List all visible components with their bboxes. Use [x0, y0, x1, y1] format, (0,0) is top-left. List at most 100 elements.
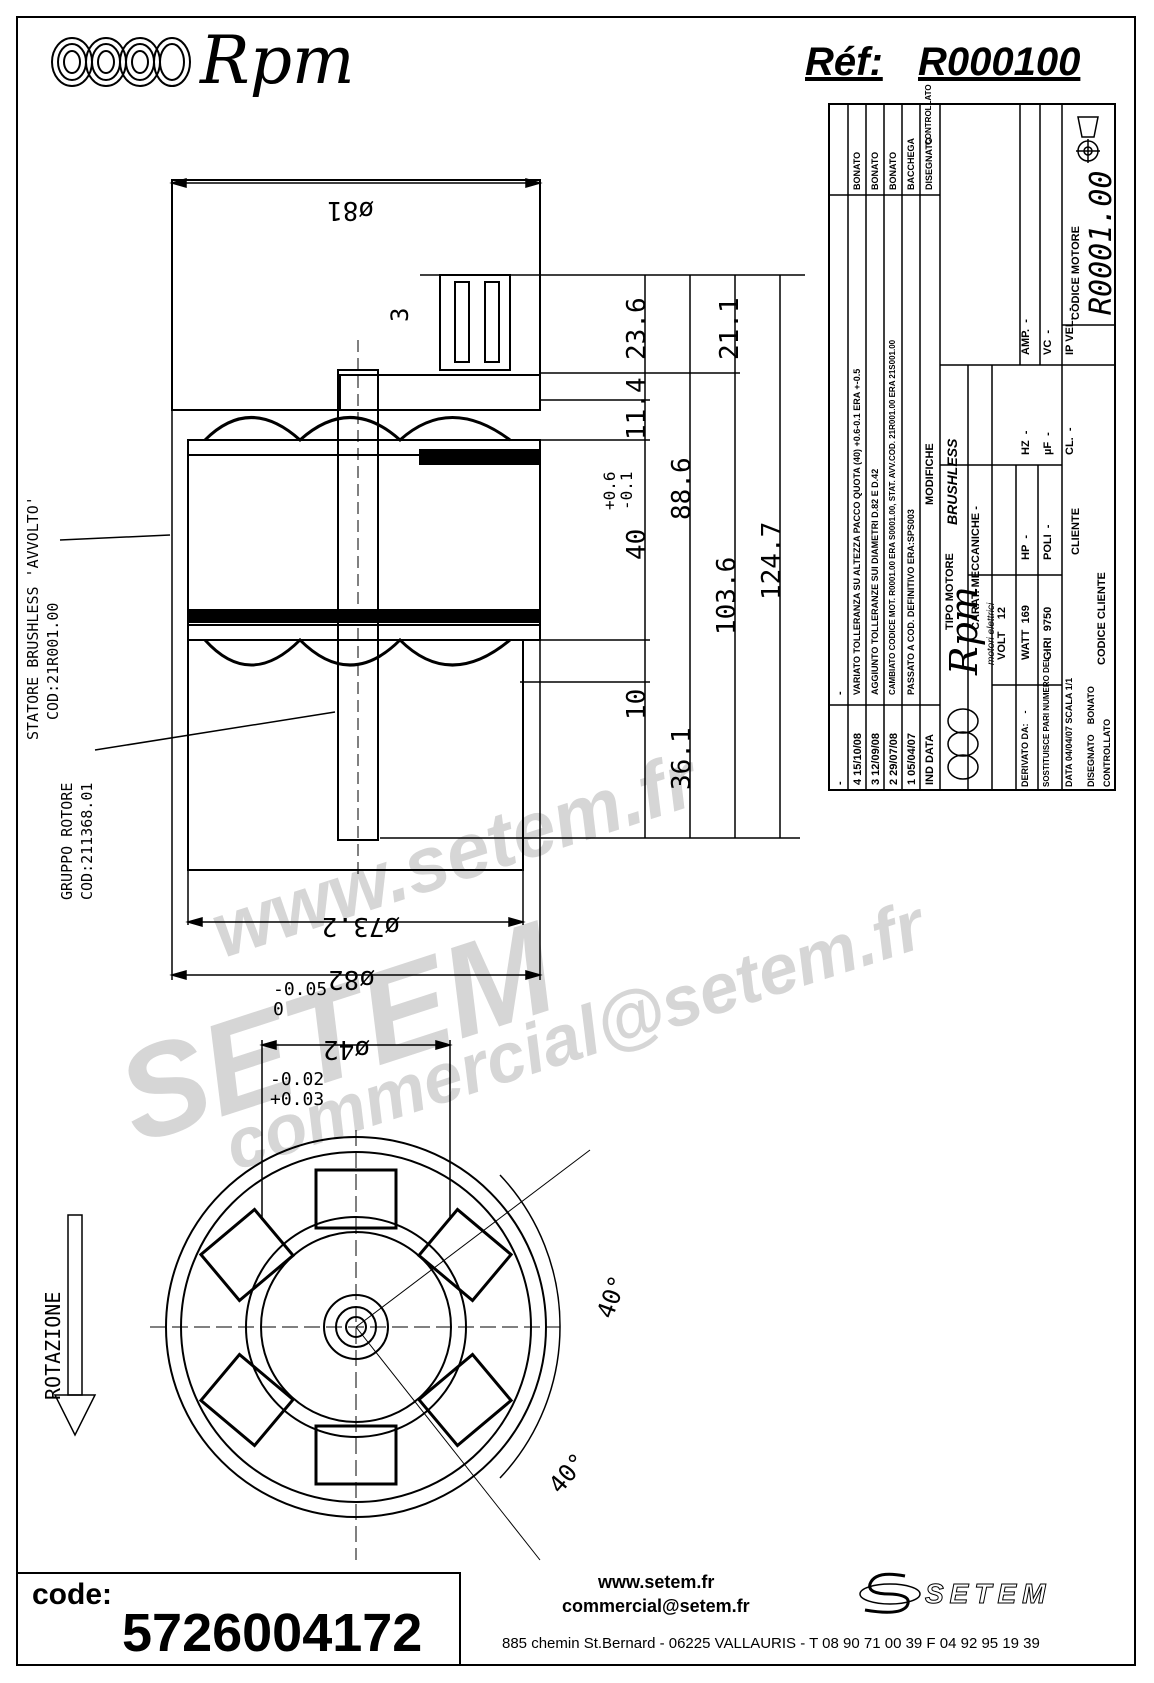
rev-4-text: PASSATO A COD. DEFINITIVO ERA:SPS003 [906, 509, 916, 695]
spec-hz-label: HZ [1020, 440, 1032, 455]
disegnato-value: BONATO [1086, 686, 1096, 725]
rotation-arrow-icon [53, 1214, 97, 1437]
rev-2-n: 3 [870, 778, 882, 785]
rev-header-n: IND [924, 766, 936, 785]
label-rotation: ROTAZIONE [41, 1292, 65, 1400]
projection-symbol-icon [1068, 113, 1108, 165]
dim-10: 10 [622, 689, 652, 720]
dim-40-tol-plus: +0.6 [600, 471, 619, 510]
spec-volt-label: VOLT [996, 631, 1008, 660]
dim-d82-tol-lower: 0 [273, 999, 284, 1020]
dim-d82-tol-upper: -0.05 [273, 979, 327, 1000]
spec-ipvel-label: IP VEL. [1064, 317, 1076, 355]
angle-upper: 40° [591, 1272, 632, 1322]
dim-d42-tol-lower: +0.03 [270, 1089, 324, 1110]
rev-0-text: - [834, 691, 846, 695]
setem-logo-icon [859, 1572, 921, 1614]
tipo-motore-value: BRUSHLESS [944, 438, 960, 525]
codice-motore-value: R0001.00 [1084, 170, 1119, 316]
sostituisce-value: - [1042, 649, 1051, 653]
carat-value: - [970, 506, 982, 510]
dim-d73-2: ø73.2 [322, 911, 400, 941]
derivato-value: - [1020, 710, 1030, 714]
dim-3: 3 [386, 308, 414, 322]
title-block: - - 4 15/10/08 VARIATO TOLLERANZA SU ALT… [828, 84, 1119, 791]
rev-1-n: 4 [852, 778, 864, 785]
dim-21-1: 21.1 [715, 297, 745, 360]
rev-header-text: MODIFICHE [924, 443, 936, 505]
label-stator: STATORE BRUSHLESS 'AVVOLTO' [24, 496, 42, 740]
dim-d42-tol-upper: -0.02 [270, 1069, 324, 1090]
spec-uf-value: - [1042, 432, 1054, 436]
drawing-frame [16, 16, 1136, 1666]
rev-3-by: BONATO [888, 151, 898, 190]
dim-23-6: 23.6 [622, 297, 652, 360]
dim-36-1: 36.1 [667, 727, 697, 790]
reference-label: Réf: [805, 40, 883, 84]
scala-value: 1/1 [1064, 677, 1074, 691]
spec-watt-value: 169 [1020, 605, 1032, 624]
dim-124-7: 124.7 [757, 522, 787, 600]
dim-d81: ø81 [327, 195, 374, 225]
sostituisce-label: SOSTITUISCE PARI NUMERO DEL [1042, 656, 1051, 787]
scala-label: SCALA [1064, 692, 1074, 724]
controllato-label: CONTROLLATO [1102, 718, 1112, 787]
code-box [16, 1572, 461, 1666]
rev-1-by: BONATO [852, 151, 862, 190]
spec-amp-value: - [1020, 319, 1032, 323]
dim-d82: ø82 [328, 964, 375, 994]
reference-number: R000100 [918, 40, 1081, 84]
spec-cl-value: - [1064, 427, 1076, 432]
rev-2-text: AGGIUNTO TOLLERANZE SUI DIAMETRI D.82 E … [870, 468, 880, 695]
rev-2-date: 12/09/08 [870, 732, 882, 776]
cliente-label: CLIENTE [1070, 507, 1082, 555]
rev-3-date: 29/07/08 [888, 732, 900, 776]
spec-volt-value: 12 [996, 607, 1008, 620]
dim-88-6: 88.6 [667, 457, 697, 520]
rpm-logo-coils [51, 37, 191, 87]
title-block-coil-icon [943, 705, 983, 783]
spec-hz-value: - [1020, 430, 1032, 435]
angle-lower: 40° [543, 1448, 592, 1499]
dim-40: 40 [622, 529, 652, 560]
spec-vc-label: VC [1042, 339, 1054, 355]
rev-3-text: CAMBIATO CODICE MOT. R0001.00 ERA S0001.… [888, 339, 897, 695]
tipo-motore-label: TIPO MOTORE [944, 553, 956, 630]
spec-hp-value: - [1020, 534, 1032, 539]
spec-giri-value: 9750 [1042, 606, 1054, 632]
rev-4-date: 05/04/07 [906, 732, 918, 776]
label-rotor: GRUPPO ROTORE [58, 783, 76, 900]
codice-motore-label: CODICE MOTORE [1070, 226, 1082, 320]
rev-1-date: 15/10/08 [852, 732, 864, 776]
rev-3-n: 2 [888, 778, 900, 785]
disegnato-label: DISEGNATO [1086, 734, 1096, 787]
rev-header-date: DATA [924, 734, 936, 763]
rev-header-checked: CONTROLLATO [924, 84, 933, 145]
derivato-label: DERIVATO DA: [1020, 723, 1030, 787]
data-value: 04/04/07 [1064, 726, 1074, 762]
end-view-drawing [150, 1130, 591, 1561]
dim-11-4: 11.4 [622, 377, 652, 440]
footer-address: 885 chemin St.Bernard - 06225 VALLAURIS … [502, 1635, 1040, 1652]
rev-0-n: - [834, 781, 846, 785]
footer-website[interactable]: www.setem.fr [598, 1572, 715, 1592]
footer-email[interactable]: commercial@setem.fr [562, 1596, 750, 1616]
rev-4-n: 1 [906, 778, 918, 785]
spec-poli-label: POLI [1042, 534, 1054, 560]
code-value: 5726004172 [122, 1603, 423, 1663]
rev-2-by: BONATO [870, 151, 880, 190]
label-rotor-code: COD:211368.01 [78, 783, 96, 900]
rev-header-drawn: DISEGNATO [924, 137, 934, 190]
rev-1-text: VARIATO TOLLERANZA SU ALTEZZA PACCO QUOT… [852, 368, 862, 695]
setem-logo-text: SETEM [924, 1578, 1052, 1610]
dim-103-6: 103.6 [712, 557, 742, 635]
code-label: code: [32, 1578, 113, 1611]
spec-vc-value: - [1042, 329, 1054, 334]
spec-amp-label: AMP. [1020, 328, 1032, 355]
spec-cl-label: CL. [1064, 437, 1076, 455]
brand-name: Rpm [200, 22, 355, 99]
spec-poli-value: - [1042, 524, 1054, 529]
rev-4-by: BACCHEGA [906, 137, 916, 190]
label-stator-code: COD:21R001.00 [44, 603, 62, 720]
